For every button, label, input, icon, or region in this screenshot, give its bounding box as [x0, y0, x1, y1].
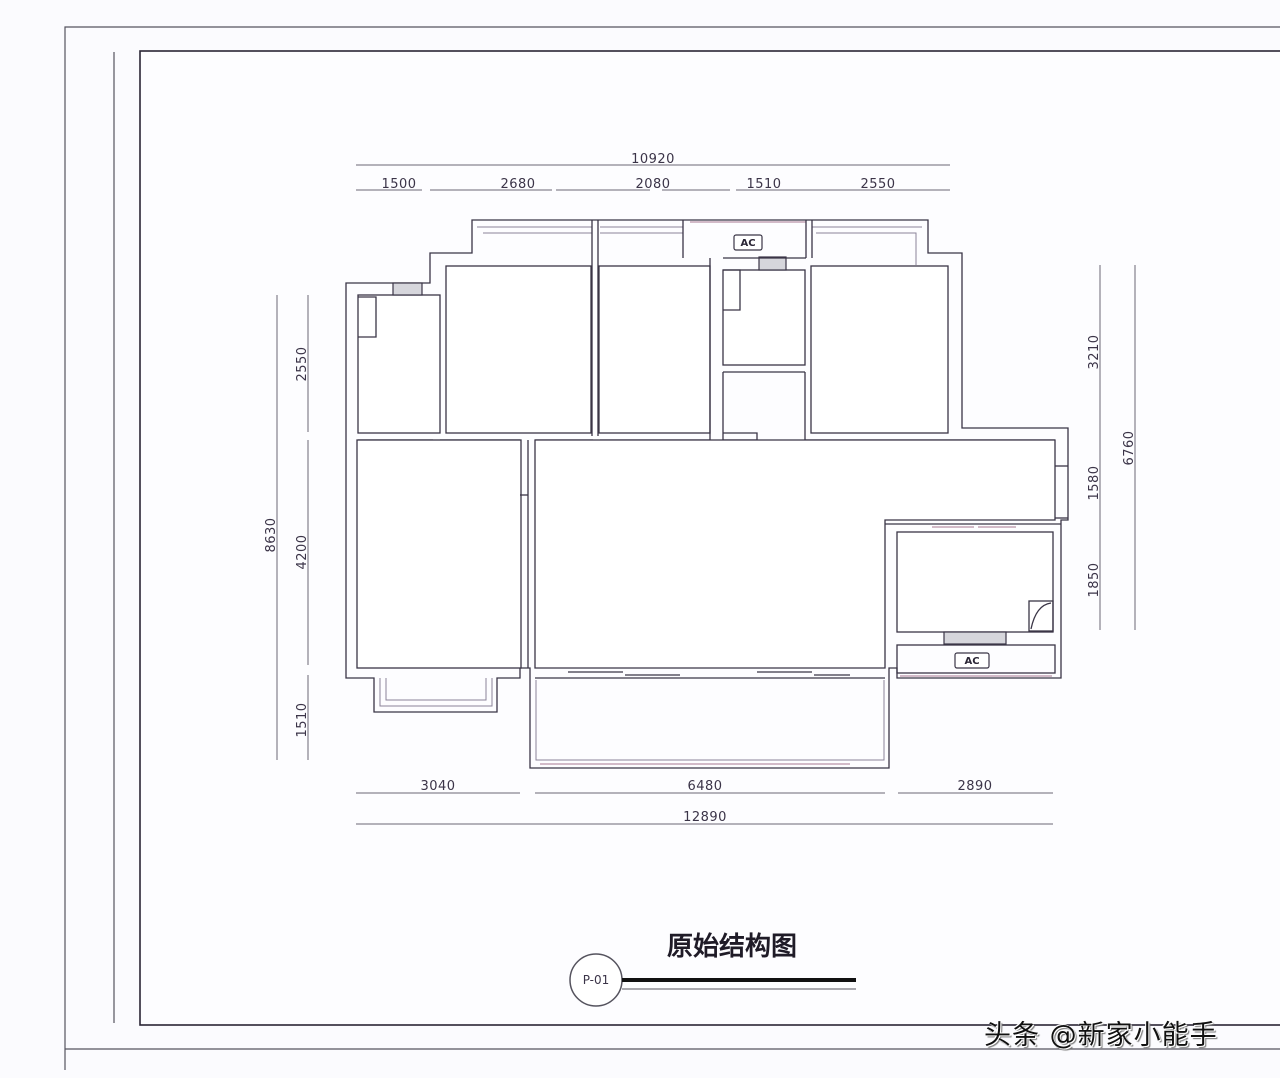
ac-unit-bottom [954, 652, 990, 669]
sheet-number: P-01 [583, 973, 610, 987]
dim-bottom-total: 12890 [683, 810, 727, 825]
title-block: 原始结构图 P-01 [569, 932, 856, 1007]
room-master-bedroom [810, 265, 949, 434]
window-bathroom-top [758, 256, 787, 271]
room-living-dining [534, 439, 1056, 669]
dim-top-seg-1: 1500 [381, 177, 416, 192]
room-bedroom-small [357, 294, 441, 434]
balcony-bottom [535, 680, 885, 761]
dim-right-total: 6760 [1122, 430, 1137, 465]
dim-left-seg-1: 2550 [295, 346, 310, 381]
bay-window-left [379, 678, 493, 707]
dim-right-seg-3: 1850 [1087, 562, 1102, 597]
ac-unit-top [733, 234, 763, 251]
outer-frame-line [64, 26, 1280, 1070]
dim-right-seg-2: 1580 [1087, 465, 1102, 500]
dim-left-total: 8630 [264, 517, 279, 552]
room-bedroom-3 [598, 265, 711, 434]
dim-top-seg-3: 2080 [635, 177, 670, 192]
window-bedroom-small [392, 282, 423, 296]
bottom-dimension-lines: 3040 6480 2890 12890 [356, 779, 1053, 825]
exterior-wall [345, 219, 1069, 769]
dim-top-seg-4: 1510 [746, 177, 781, 192]
window-kitchen [943, 631, 1007, 645]
floor-plan: AC AC [345, 219, 1069, 769]
dim-bottom-seg-3: 2890 [957, 779, 992, 794]
dim-top-seg-5: 2550 [860, 177, 895, 192]
ac-platform-bottom [896, 644, 1056, 674]
watermark-text: 头条 @新家小能手 [984, 1020, 1218, 1051]
room-kitchen [896, 531, 1054, 633]
svg-text:AC: AC [740, 238, 755, 249]
room-bedroom-bottom-left [356, 439, 522, 669]
svg-text:AC: AC [964, 656, 979, 667]
top-dimension-lines: 10920 1500 2680 2080 1510 2550 [356, 152, 950, 192]
drawing-title: 原始结构图 [667, 932, 797, 962]
dim-bottom-seg-1: 3040 [420, 779, 455, 794]
dim-right-seg-1: 3210 [1087, 334, 1102, 369]
right-dimension-lines: 3210 1580 1850 6760 [1087, 265, 1137, 630]
dim-top-seg-2: 2680 [500, 177, 535, 192]
room-bathroom-top [722, 269, 806, 366]
wardrobe [358, 296, 377, 338]
dim-bottom-seg-2: 6480 [687, 779, 722, 794]
room-bedroom-2 [445, 265, 592, 434]
dim-left-seg-3: 1510 [295, 702, 310, 737]
dim-left-seg-2: 4200 [295, 534, 310, 569]
left-dimension-lines: 8630 2550 4200 1510 [264, 295, 310, 760]
dim-top-total: 10920 [631, 152, 675, 167]
sliding-door-balcony [568, 671, 850, 676]
flue-icon [1028, 600, 1054, 632]
